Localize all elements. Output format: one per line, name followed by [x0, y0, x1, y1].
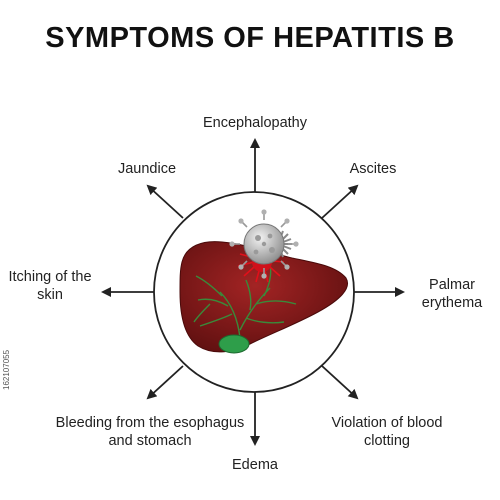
arrow-ascites	[321, 184, 359, 219]
symptom-violation-of-blood-clotting: Violation of blood clotting	[331, 415, 443, 449]
symptom-palmar-erythema: Palmar erythema	[421, 277, 483, 311]
symptom-ascites: Ascites	[349, 161, 397, 177]
symptom-encephalopathy: Encephalopathy	[203, 115, 307, 131]
bile-ducts	[193, 263, 297, 339]
virus-particle	[229, 209, 299, 279]
liver-shape	[179, 241, 348, 353]
arrow-jaundice	[146, 184, 184, 219]
symptom-arrows	[101, 138, 405, 446]
stock-id: 162107055	[2, 349, 11, 390]
symptom-itching-of-the-skin: Itching of the skin	[8, 269, 92, 303]
symptom-jaundice: Jaundice	[117, 161, 177, 177]
arrow-bleeding	[146, 365, 184, 400]
symptom-bleeding: Bleeding from the esophagus and stomach	[55, 415, 245, 449]
symptom-edema: Edema	[232, 457, 278, 473]
page-title: SYMPTOMS OF HEPATITIS B	[45, 22, 455, 54]
gallbladder	[218, 334, 250, 354]
arrow-blood-clotting	[321, 365, 359, 400]
